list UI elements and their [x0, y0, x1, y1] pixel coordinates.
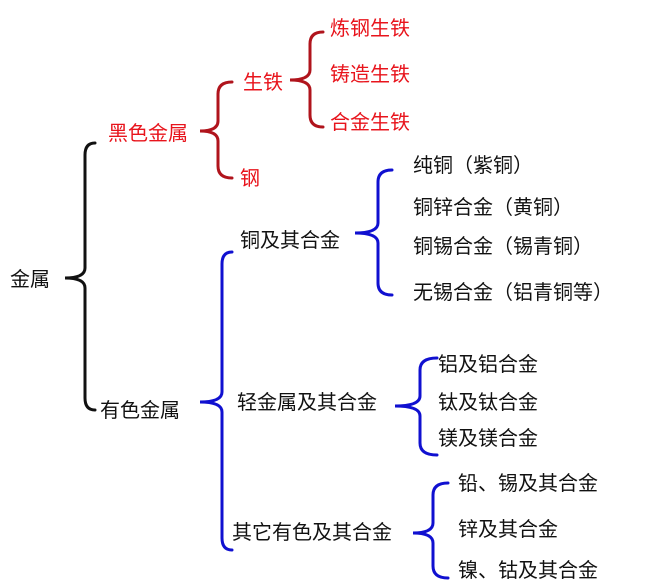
pig-iron-item: 合金生铁 — [330, 110, 410, 134]
other-item: 锌及其合金 — [458, 517, 558, 541]
light-metal-item: 铝及铝合金 — [438, 352, 538, 376]
copper-brace — [354, 168, 394, 297]
nonferrous-brace — [199, 250, 234, 552]
copper-node: 铜及其合金 — [240, 228, 340, 252]
pig-iron-node: 生铁 — [243, 70, 283, 94]
other-item: 镍、钴及其合金 — [458, 558, 598, 582]
pig-iron-item: 炼钢生铁 — [330, 16, 410, 40]
steel-node: 钢 — [240, 166, 260, 190]
light-metal-node: 轻金属及其合金 — [237, 390, 377, 414]
other-nonferrous-node: 其它有色及其合金 — [232, 520, 392, 544]
root-node: 金属 — [10, 267, 50, 291]
light-metal-item: 钛及钛合金 — [438, 390, 538, 414]
root-brace — [64, 141, 97, 412]
copper-item: 铜锡合金（锡青铜） — [413, 234, 593, 258]
ferrous-node: 黑色金属 — [108, 121, 188, 145]
light-metal-brace — [394, 356, 439, 457]
pig-iron-item: 铸造生铁 — [330, 62, 410, 86]
pig-iron-brace — [289, 30, 325, 129]
other-brace — [412, 481, 450, 580]
light-metal-item: 镁及镁合金 — [438, 426, 538, 450]
ferrous-brace — [199, 80, 234, 180]
copper-item: 纯铜（紫铜） — [413, 153, 533, 177]
nonferrous-node: 有色金属 — [100, 398, 180, 422]
copper-item: 无锡合金（铝青铜等） — [413, 280, 613, 304]
copper-item: 铜锌合金（黄铜） — [413, 195, 573, 219]
other-item: 铅、锡及其合金 — [458, 471, 598, 495]
